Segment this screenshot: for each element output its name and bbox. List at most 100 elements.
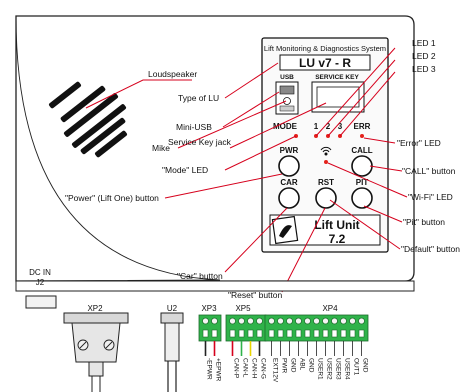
wifi-icon	[320, 146, 332, 156]
err-label: ERR	[354, 122, 371, 131]
xp4-screw	[268, 317, 275, 325]
power-button[interactable]	[278, 155, 300, 177]
model-label: LU v7 - R	[299, 56, 351, 70]
xp4-label: XP4	[322, 304, 338, 313]
xp4-screw	[313, 317, 320, 325]
xp4-screw	[340, 317, 347, 325]
mode-label: MODE	[273, 122, 298, 131]
xp4-pin-label: USER3	[335, 358, 342, 380]
callout-lines	[85, 47, 408, 293]
car-label: CAR	[280, 178, 298, 187]
xp3-terminal-block[interactable]	[198, 314, 222, 342]
xp4-pin-hole	[304, 329, 311, 338]
callout-pit-button: "Pit" button	[403, 217, 445, 227]
xp4-screw	[277, 317, 284, 325]
lift-unit-logo-icon	[271, 215, 299, 245]
xp5-screw	[247, 317, 254, 325]
xp5-pin-hole	[247, 329, 254, 338]
xp3-pin-hole	[211, 329, 218, 338]
xp4-screw	[322, 317, 329, 325]
xp5-pin-label: CAN-P	[233, 358, 240, 378]
u2-connector[interactable]	[160, 312, 184, 392]
xp5-pin-hole	[256, 329, 263, 338]
xp4-pin-label: USER2	[326, 358, 333, 380]
xp3-label: XP3	[201, 304, 217, 313]
xp5-label: XP5	[235, 304, 251, 313]
xp4-pin-hole	[331, 329, 338, 338]
logo-text: Lift Unit	[314, 218, 359, 232]
xp4-pin-hole	[358, 329, 365, 338]
j2-label: J2	[36, 278, 45, 287]
xp4-pin-label: GND	[290, 358, 297, 373]
led3-label: 3	[338, 122, 343, 131]
callout-labels: Loudspeaker Type of LU Mini-USB Mike Ser…	[65, 38, 460, 300]
xp4-screw	[304, 317, 311, 325]
xp3-pin-label: +EPWR	[215, 358, 222, 382]
xp4-screw	[331, 317, 338, 325]
xp4-pin-hole	[322, 329, 329, 338]
wires	[204, 341, 362, 356]
callout-reset-button: "Reset" button	[228, 290, 283, 300]
error-led	[360, 134, 364, 138]
callout-mike: Mike	[152, 143, 170, 153]
xp5-pin-label: CAN-H	[251, 358, 258, 379]
xp5-screw	[238, 317, 245, 325]
xp4-pin-label: GND	[362, 358, 369, 373]
led1-label: 1	[314, 122, 319, 131]
callout-error-led: "Error" LED	[397, 138, 441, 148]
xp2-db9-connector[interactable]	[63, 312, 129, 392]
logo-version: 7.2	[329, 232, 346, 246]
u2-label: U2	[167, 304, 178, 313]
xp4-pin-hole	[313, 329, 320, 338]
xp5-pin-hole	[229, 329, 236, 338]
xp4-pin-label: ABL	[299, 358, 306, 371]
terminal-blocks	[198, 314, 369, 342]
xp5-pin-hole	[238, 329, 245, 338]
callout-led1: LED 1	[412, 38, 436, 48]
xp5-screw	[229, 317, 236, 325]
car-button[interactable]	[278, 187, 300, 209]
callout-car-button: "Car" button	[177, 271, 223, 281]
xp2-label: XP2	[87, 304, 103, 313]
rst-label: RST	[318, 178, 334, 187]
callout-mode-led: "Mode" LED	[162, 165, 208, 175]
xp3-pin-hole	[202, 329, 209, 338]
pwr-label: PWR	[280, 146, 299, 155]
xp4-pin-hole	[349, 329, 356, 338]
pit-label: PIT	[356, 178, 369, 187]
call-label: CALL	[351, 146, 372, 155]
xp4-screw	[295, 317, 302, 325]
call-button[interactable]	[351, 155, 373, 177]
loudspeaker-grille	[48, 81, 128, 158]
xp4-pin-hole	[277, 329, 284, 338]
mike-icon	[283, 97, 291, 105]
callout-led3: LED 3	[412, 64, 436, 74]
led2-label: 2	[326, 122, 331, 131]
callout-mini-usb: Mini-USB	[176, 122, 212, 132]
xp3-pin-label: -EPWR	[206, 358, 213, 380]
xp3-screw	[211, 317, 218, 325]
pit-button[interactable]	[351, 187, 373, 209]
callout-default-button: "Default" button	[401, 244, 460, 254]
xp5-pin-label: CAN-G	[260, 358, 267, 379]
callout-loudspeaker: Loudspeaker	[148, 69, 197, 79]
xp4-pin-label: OUT1	[353, 358, 360, 376]
dcin-jack[interactable]	[25, 295, 57, 309]
xp4-pin-hole	[286, 329, 293, 338]
xp4-pin-label: USER4	[344, 358, 351, 380]
callout-service-key-jack: Service Key jack	[168, 137, 232, 147]
xp4-pin-label: PWR	[281, 358, 288, 373]
callout-power-button: "Power" (Lift One) button	[65, 193, 159, 203]
service-key-label: SERVICE KEY	[315, 74, 359, 81]
connector-rail: DC IN J2 XP2 U2 XP3 XP5 XP4	[15, 268, 415, 313]
xp4-screw	[358, 317, 365, 325]
xp5-screw	[256, 317, 263, 325]
xp4-screw	[349, 317, 356, 325]
reset-button[interactable]	[315, 187, 337, 209]
xp4-screw	[286, 317, 293, 325]
callout-led2: LED 2	[412, 51, 436, 61]
callout-type-of-lu: Type of LU	[178, 93, 219, 103]
xp5-pin-label: CAN-L	[242, 358, 249, 378]
xp4-pin-hole	[295, 329, 302, 338]
